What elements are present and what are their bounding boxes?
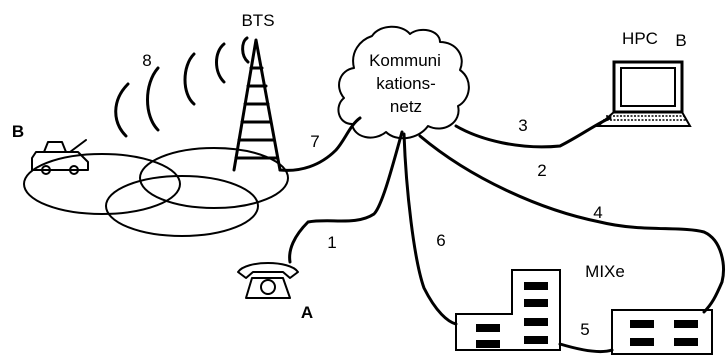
mixe-building-right-icon xyxy=(611,309,713,355)
link-label-6: 6 xyxy=(436,231,445,250)
mixe-label: MIXe xyxy=(585,262,625,281)
phone-a-label: A xyxy=(301,303,313,322)
cloud-label-line1: Kommuni xyxy=(369,51,441,70)
link-label-5: 5 xyxy=(580,320,589,339)
link-7-line xyxy=(278,116,362,172)
link-4-line xyxy=(418,134,725,314)
link-label-4: 4 xyxy=(593,203,602,222)
bts-label: BTS xyxy=(241,11,274,30)
car-b-label: B xyxy=(12,122,24,141)
radio-cells xyxy=(23,147,289,237)
link-label-2: 2 xyxy=(537,161,546,180)
cloud-label-line3: netz xyxy=(390,97,422,116)
laptop-icon xyxy=(595,60,692,127)
link-label-1: 1 xyxy=(327,233,336,252)
link-5-line xyxy=(558,342,614,354)
link-label-3: 3 xyxy=(518,116,527,135)
link-1-line xyxy=(288,130,404,264)
car-phone-icon xyxy=(31,139,89,175)
mixe-building-left-icon xyxy=(455,269,561,351)
network-cloud xyxy=(337,25,470,140)
hpc-label: HPC xyxy=(622,29,658,48)
hpc-b-label: B xyxy=(675,31,686,50)
bts-tower-icon xyxy=(232,38,282,172)
telephone-icon xyxy=(237,262,299,299)
link-6-line xyxy=(402,132,458,326)
link-label-7: 7 xyxy=(310,132,319,151)
cloud-label-line2: kations- xyxy=(376,74,436,93)
link-label-8: 8 xyxy=(142,51,151,70)
radio-waves-icon xyxy=(114,36,250,138)
link-3-line xyxy=(454,116,612,149)
